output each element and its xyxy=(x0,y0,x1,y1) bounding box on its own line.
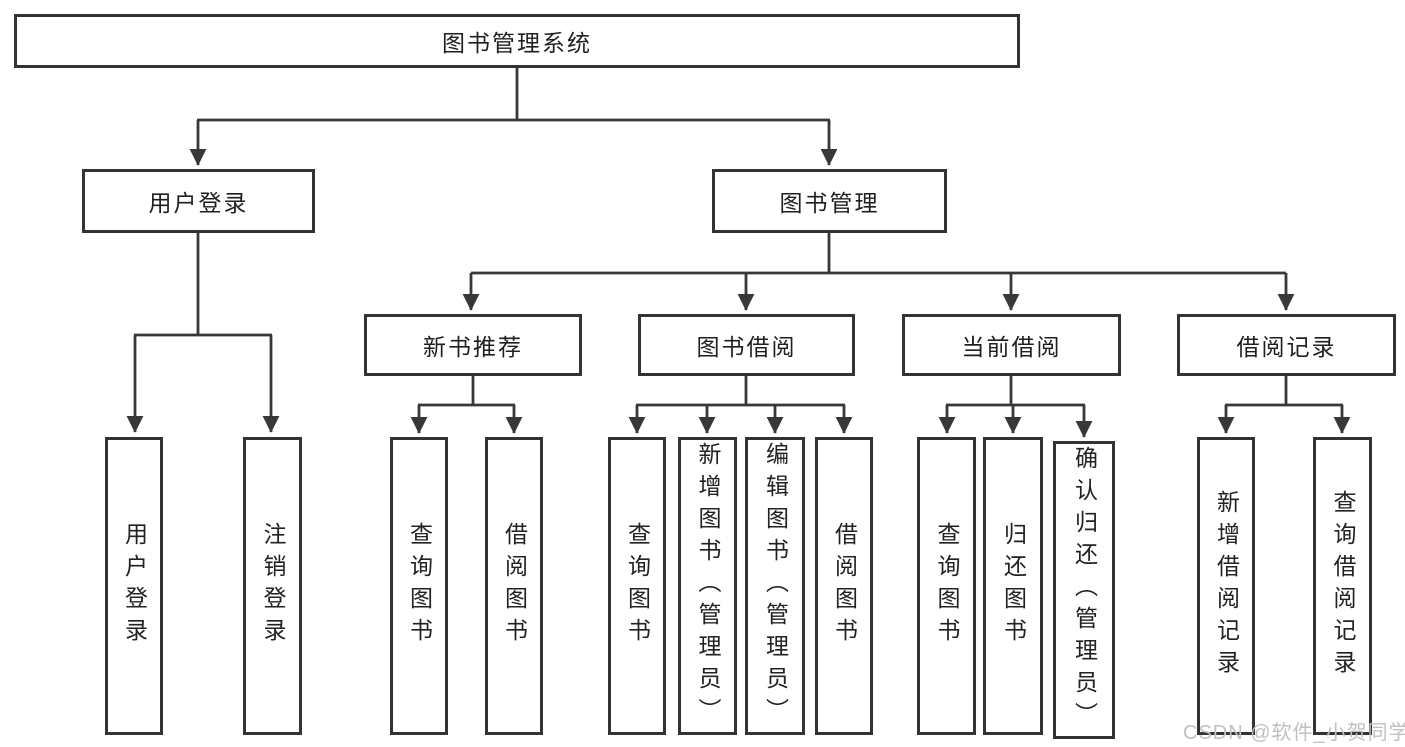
csdn-watermark: CSDN @软件_小贺同学 xyxy=(1183,722,1405,744)
leaf-br-query-record: 查询借阅记录 xyxy=(1313,437,1372,735)
leaf-cb-return-books: 归还图书 xyxy=(983,437,1043,735)
node-label: 当前借阅 xyxy=(961,334,1062,360)
node-label: 借阅记录 xyxy=(1236,334,1337,360)
leaf-nbr-query-books: 查询图书 xyxy=(390,437,448,735)
node-label: 新增借阅记录 xyxy=(1213,490,1240,682)
node-label: 新增图书（管理员） xyxy=(695,442,721,730)
node-label: 用户登录 xyxy=(148,190,249,216)
node-label: 查询图书 xyxy=(624,522,651,650)
node-label: 归还图书 xyxy=(1000,522,1027,650)
node-user-login-branch: 用户登录 xyxy=(82,169,315,233)
node-label: 用户登录 xyxy=(121,522,148,650)
leaf-bb-query-books: 查询图书 xyxy=(608,437,666,735)
leaf-cb-confirm-return-admin: 确认归还（管理员） xyxy=(1053,441,1115,739)
node-label: 图书管理系统 xyxy=(442,30,592,56)
node-label: 查询图书 xyxy=(406,522,433,650)
node-label: 确认归还（管理员） xyxy=(1071,446,1098,734)
leaf-user-login: 用户登录 xyxy=(105,437,163,735)
node-new-book-recommend: 新书推荐 xyxy=(364,314,582,376)
node-label: 查询图书 xyxy=(934,522,960,650)
node-label: 借阅图书 xyxy=(831,522,858,650)
node-book-borrowing: 图书借阅 xyxy=(638,314,855,376)
leaf-bb-borrow-books: 借阅图书 xyxy=(815,437,873,735)
node-label: 图书借阅 xyxy=(696,334,797,360)
node-label: 借阅图书 xyxy=(501,522,528,650)
node-label: 注销登录 xyxy=(260,522,286,650)
leaf-br-add-record: 新增借阅记录 xyxy=(1197,437,1255,735)
leaf-logout: 注销登录 xyxy=(243,437,302,735)
node-label: 新书推荐 xyxy=(423,334,523,360)
node-book-management-branch: 图书管理 xyxy=(712,169,947,233)
leaf-cb-query-books: 查询图书 xyxy=(917,437,976,735)
node-root-system: 图书管理系统 xyxy=(14,14,1020,68)
node-label: 图书管理 xyxy=(779,190,880,216)
node-label: 编辑图书（管理员） xyxy=(762,442,789,730)
node-label: 查询借阅记录 xyxy=(1330,490,1356,682)
node-current-borrowing: 当前借阅 xyxy=(902,314,1121,376)
leaf-nbr-borrow-books: 借阅图书 xyxy=(485,437,543,735)
node-borrowing-records: 借阅记录 xyxy=(1177,314,1396,376)
leaf-bb-edit-books-admin: 编辑图书（管理员） xyxy=(745,437,805,735)
leaf-bb-add-books-admin: 新增图书（管理员） xyxy=(678,437,737,735)
